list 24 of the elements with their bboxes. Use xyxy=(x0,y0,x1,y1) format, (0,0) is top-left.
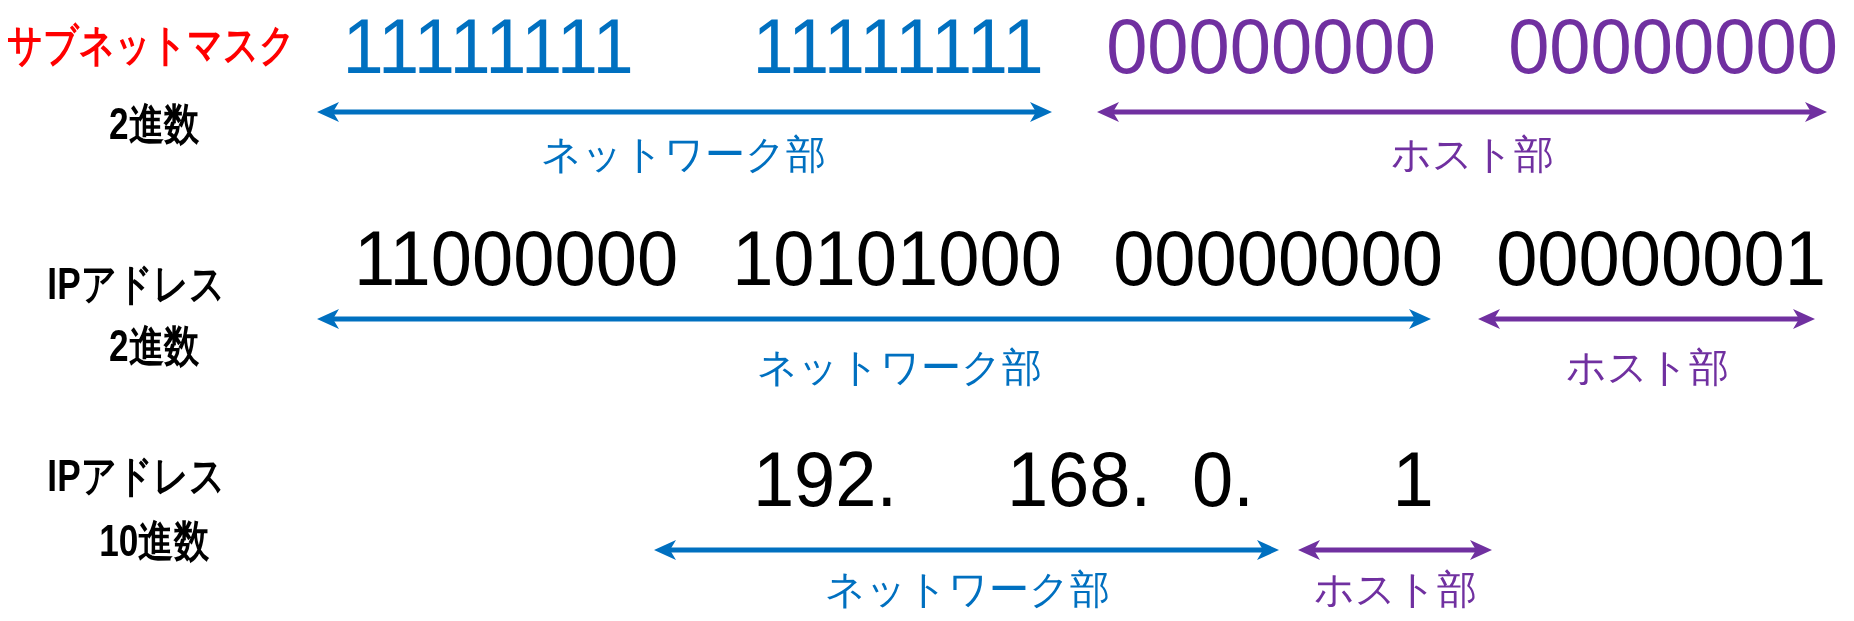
part-label: ホスト部 xyxy=(1390,134,1554,174)
row-subtitle: 2進数 xyxy=(109,102,199,146)
row-title: IPアドレス xyxy=(47,262,225,306)
binary-octet: 11111111 xyxy=(342,7,634,85)
part-label: ネットワーク部 xyxy=(756,347,1042,387)
part-label: ネットワーク部 xyxy=(540,134,826,174)
row-title: IPアドレス xyxy=(47,454,225,498)
decimal-octet: 1 xyxy=(1392,440,1434,518)
part-label: ホスト部 xyxy=(1565,347,1729,387)
decimal-octet: 192. xyxy=(752,440,898,518)
row-subtitle: 2進数 xyxy=(109,324,199,368)
decimal-octet: 0. xyxy=(1192,440,1254,518)
binary-octet: 00000000 xyxy=(1508,7,1838,85)
binary-octet: 00000000 xyxy=(1113,219,1443,297)
binary-octet: 00000001 xyxy=(1496,219,1826,297)
binary-octet: 00000000 xyxy=(1106,7,1436,85)
part-label: ネットワーク部 xyxy=(824,569,1110,609)
binary-octet: 10101000 xyxy=(732,219,1062,297)
row-title: サブネットマスク xyxy=(7,23,295,67)
decimal-octet: 168. xyxy=(1006,440,1152,518)
binary-octet: 11000000 xyxy=(353,219,679,297)
binary-octet: 11111111 xyxy=(752,7,1044,85)
row-subtitle: 10進数 xyxy=(99,519,209,563)
part-label: ホスト部 xyxy=(1313,569,1477,609)
